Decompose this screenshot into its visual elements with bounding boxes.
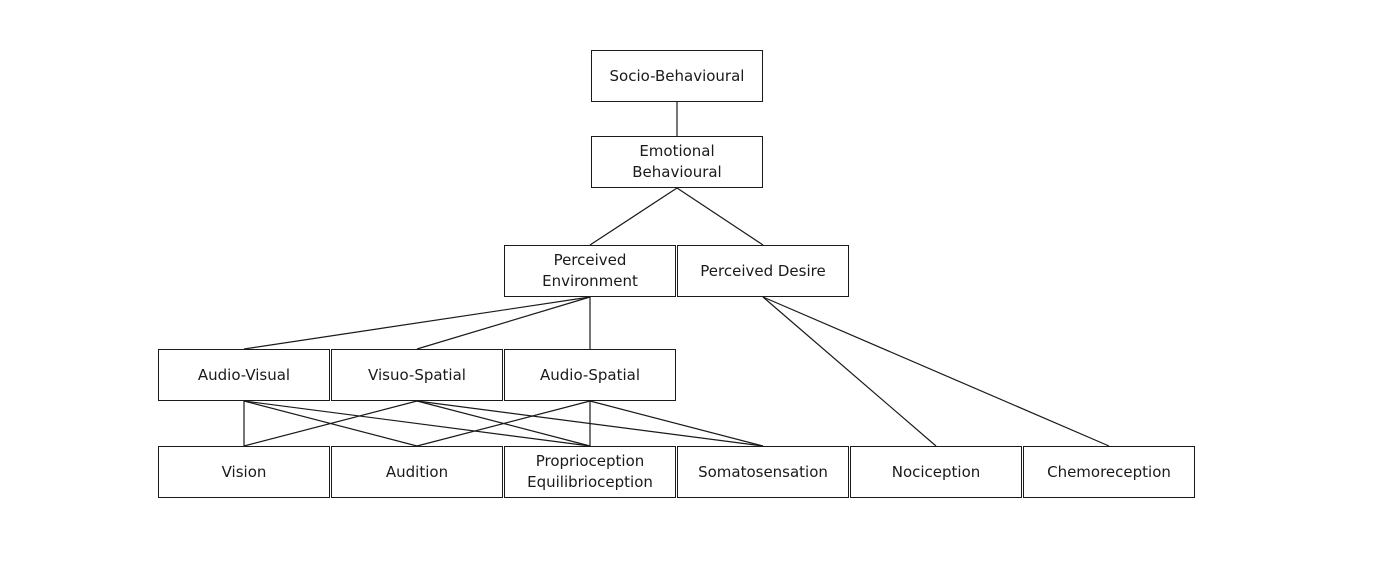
node-label: Emotional Behavioural [632, 142, 722, 181]
node-audio-spatial: Audio-Spatial [504, 349, 676, 401]
node-label: Somatosensation [698, 462, 828, 481]
node-vision: Vision [158, 446, 330, 498]
node-label: Audition [385, 462, 449, 481]
edge-audio_spatial-to-audition [416, 400, 591, 447]
node-label: Perceived Environment [542, 251, 638, 290]
node-label: Socio-Behavioural [609, 66, 745, 85]
edge-perceived_environment-to-visuo_spatial [416, 296, 591, 350]
node-label: Perceived Desire [700, 261, 826, 280]
edge-emotional_behavioural-to-perceived_environment [589, 187, 678, 246]
node-label: Chemoreception [1047, 462, 1171, 481]
node-audio-visual: Audio-Visual [158, 349, 330, 401]
node-label: Vision [221, 462, 267, 481]
node-perceived-environment: Perceived Environment [504, 245, 676, 297]
node-socio-behavioural: Socio-Behavioural [591, 50, 763, 102]
node-label: Audio-Spatial [540, 365, 640, 384]
node-nociception: Nociception [850, 446, 1022, 498]
node-label: Nociception [891, 462, 981, 481]
edge-audio_spatial-to-somatosensation [589, 400, 764, 447]
node-visuo-spatial: Visuo-Spatial [331, 349, 503, 401]
edge-emotional_behavioural-to-perceived_desire [676, 187, 764, 246]
node-audition: Audition [331, 446, 503, 498]
node-emotional-behavioural: Emotional Behavioural [591, 136, 763, 188]
node-label: Audio-Visual [197, 365, 291, 384]
edge-audio_visual-to-proprioception [243, 400, 591, 447]
node-label: Visuo-Spatial [368, 365, 466, 384]
node-proprioception-equilibrioception: Proprioception Equilibrioception [504, 446, 676, 498]
node-chemoreception: Chemoreception [1023, 446, 1195, 498]
node-somatosensation: Somatosensation [677, 446, 849, 498]
edge-perceived_environment-to-audio_visual [243, 296, 591, 350]
edge-perceived_desire-to-nociception [762, 296, 937, 447]
edge-perceived_desire-to-chemoreception [762, 296, 1110, 447]
node-label: Proprioception Equilibrioception [527, 452, 653, 491]
edge-visuo_spatial-to-vision [243, 400, 418, 447]
node-perceived-desire: Perceived Desire [677, 245, 849, 297]
